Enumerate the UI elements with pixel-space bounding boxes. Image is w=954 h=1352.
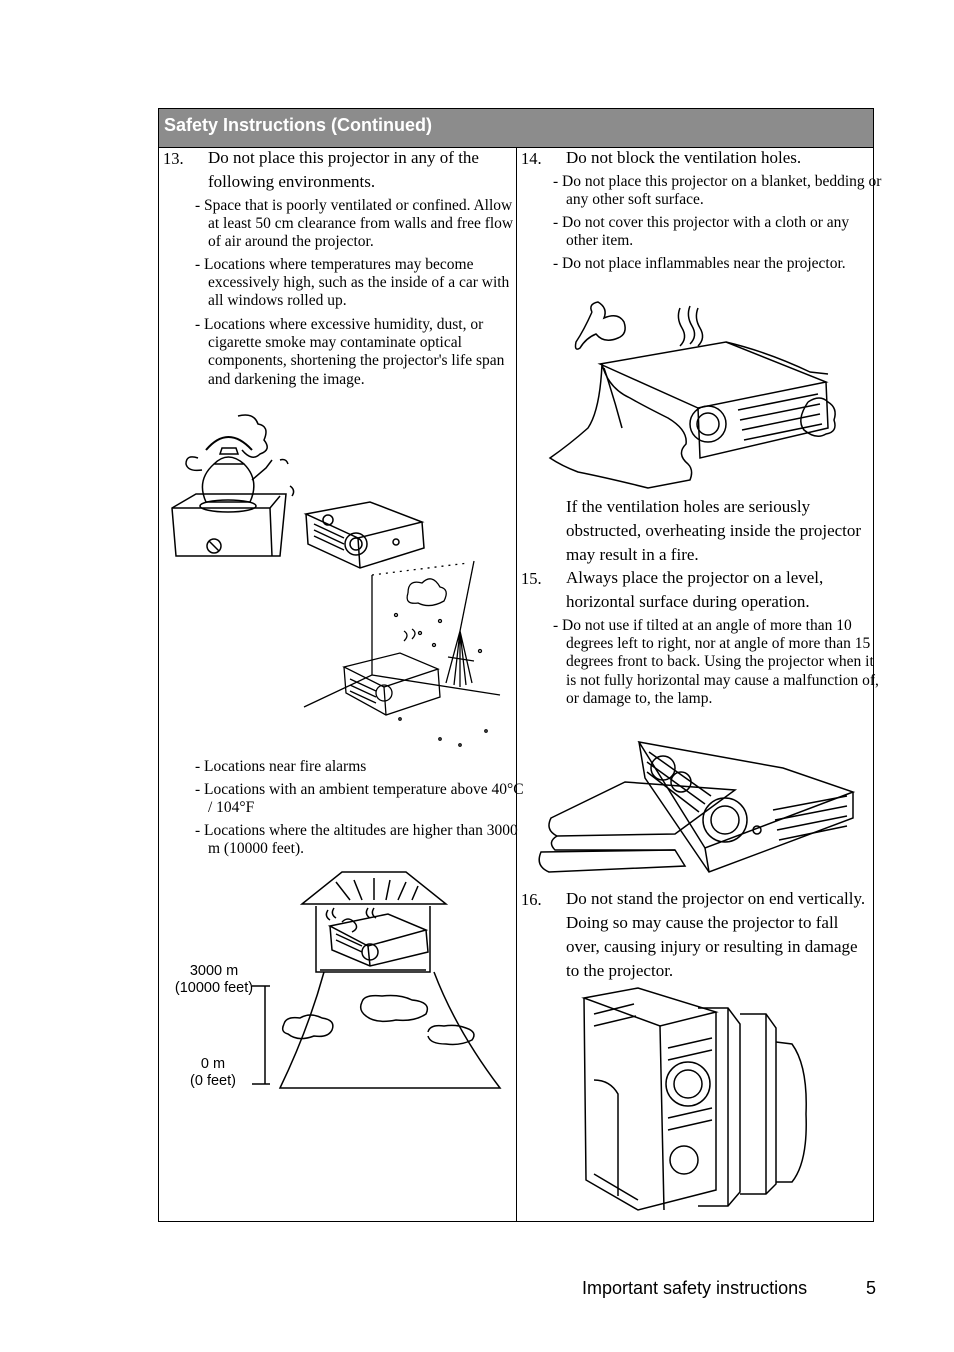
item-13-number: 13. bbox=[163, 149, 184, 168]
item-13-bullet-5: - Locations with an ambient temperature … bbox=[195, 781, 524, 817]
page-number: 5 bbox=[866, 1278, 877, 1298]
item-14-number: 14. bbox=[521, 149, 542, 168]
item-13-bullet-3: - Locations where excessive humidity, du… bbox=[195, 316, 505, 388]
item-13-bullet-6: - Locations where the altitudes are high… bbox=[195, 822, 518, 858]
item-14-bullet-1: - Do not place this projector on a blank… bbox=[553, 173, 882, 209]
item-16-number: 16. bbox=[521, 890, 542, 909]
altitude-top-label: 3000 m (10000 feet) bbox=[166, 963, 262, 997]
item-14-bullet-3: - Do not place inflammables near the pro… bbox=[553, 255, 846, 272]
altitude-top-feet: (10000 feet) bbox=[174, 980, 254, 996]
dusty-corner-illustration bbox=[300, 555, 508, 755]
section-header: Safety Instructions (Continued) bbox=[159, 109, 873, 148]
item-13-bullet-1: - Space that is poorly ventilated or con… bbox=[195, 197, 514, 251]
altitude-bottom-label: 0 m (0 feet) bbox=[176, 1056, 250, 1090]
tilted-projector-illustration bbox=[535, 738, 857, 878]
mountain-altitude-illustration bbox=[250, 870, 506, 1092]
section-title: Safety Instructions (Continued) bbox=[164, 115, 433, 135]
covered-projector-illustration bbox=[548, 298, 844, 492]
altitude-top-meters: 3000 m bbox=[189, 963, 239, 979]
footer-section-title: Important safety instructions bbox=[582, 1278, 808, 1298]
item-15-bullet: - Do not use if tilted at an angle of mo… bbox=[553, 617, 879, 707]
altitude-bottom-feet: (0 feet) bbox=[190, 1073, 236, 1089]
vertical-projector-illustration bbox=[580, 984, 812, 1216]
item-15-number: 15. bbox=[521, 569, 542, 588]
item-16-text: Do not stand the projector on end vertic… bbox=[566, 889, 866, 980]
item-13-bullet-4: - Locations near fire alarms bbox=[195, 758, 367, 775]
item-13-text: Do not place this projector in any of th… bbox=[208, 148, 479, 191]
altitude-bottom-meters: 0 m bbox=[200, 1056, 226, 1072]
item-15-text: Always place the projector on a level, h… bbox=[566, 568, 824, 611]
item-14-note: If the ventilation holes are seriously o… bbox=[566, 497, 862, 564]
column-divider bbox=[516, 148, 517, 1221]
item-14-bullet-2: - Do not cover this projector with a clo… bbox=[553, 214, 850, 250]
safety-instructions-box: Safety Instructions (Continued) bbox=[158, 108, 874, 1222]
projector-illustration bbox=[300, 498, 428, 572]
item-13-bullet-2: - Locations where temperatures may becom… bbox=[195, 256, 510, 310]
item-14-text: Do not block the ventilation holes. bbox=[566, 148, 802, 167]
kettle-on-stove-illustration bbox=[168, 410, 298, 562]
